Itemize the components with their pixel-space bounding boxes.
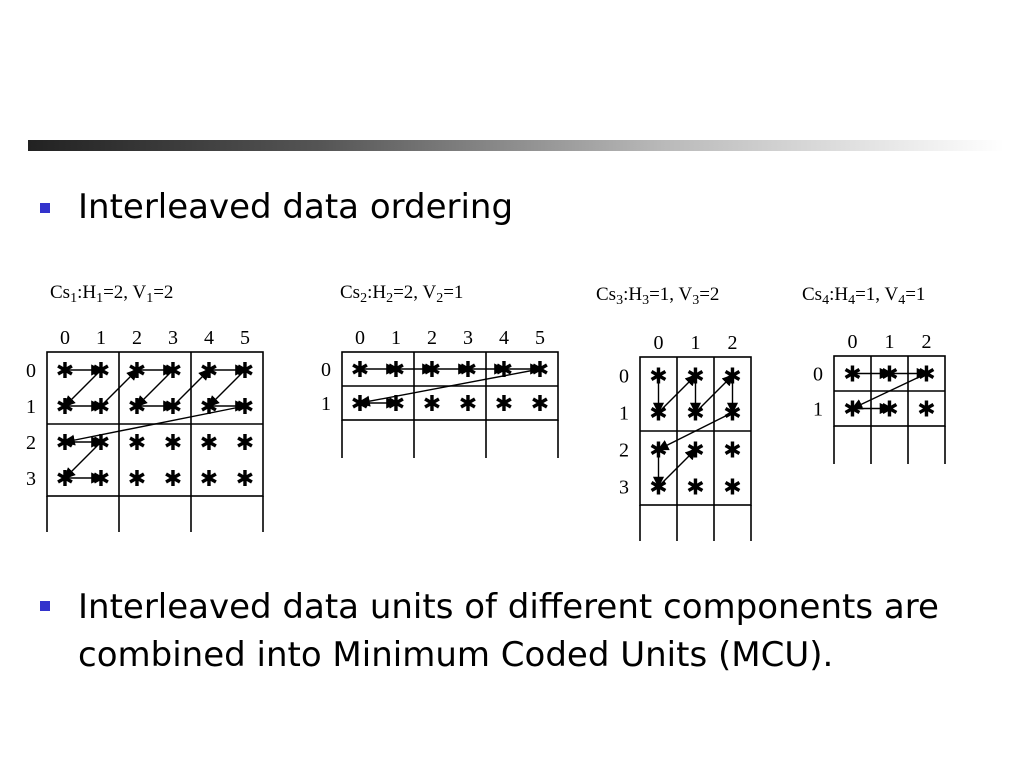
- column-index: 0: [654, 332, 664, 354]
- row-index: 3: [26, 468, 36, 490]
- column-index: 2: [132, 327, 142, 349]
- scan-path-segment: [658, 374, 697, 413]
- sample-marker: ✱: [164, 359, 182, 384]
- column-index: 4: [499, 327, 509, 349]
- bullet-marker: [40, 203, 50, 213]
- scan-path-segment: [172, 369, 210, 407]
- column-index: 0: [848, 331, 858, 353]
- sample-marker: ✱: [723, 439, 741, 464]
- sample-marker: ✱: [880, 398, 898, 423]
- row-index: 0: [321, 359, 331, 381]
- sample-marker: ✱: [200, 431, 218, 456]
- scan-path-segment: [136, 369, 174, 407]
- row-index: 3: [619, 477, 629, 499]
- column-index: 5: [240, 327, 250, 349]
- component-label-1: Cs1:H1=2, V1=2: [50, 282, 173, 306]
- sample-marker: ✱: [843, 363, 861, 388]
- column-index: 3: [168, 327, 178, 349]
- column-index: 0: [60, 327, 70, 349]
- sample-marker: ✱: [128, 359, 146, 384]
- sample-marker: ✱: [423, 358, 441, 383]
- sample-marker: ✱: [495, 358, 513, 383]
- sample-marker: ✱: [164, 467, 182, 492]
- scan-path-segment: [695, 374, 734, 413]
- sample-marker: ✱: [200, 467, 218, 492]
- sample-marker: ✱: [686, 476, 704, 501]
- bullet-text-2: Interleaved data units of different comp…: [78, 587, 939, 675]
- sample-marker: ✱: [128, 467, 146, 492]
- scan-path-segment: [100, 369, 138, 407]
- row-index: 2: [619, 440, 629, 462]
- row-index: 1: [619, 403, 629, 425]
- sample-marker: ✱: [236, 359, 254, 384]
- sample-marker: ✱: [495, 392, 513, 417]
- sample-marker: ✱: [459, 358, 477, 383]
- column-index: 1: [885, 331, 895, 353]
- sample-marker: ✱: [164, 431, 182, 456]
- row-index: 0: [619, 366, 629, 388]
- column-index: 2: [922, 331, 932, 353]
- sample-marker: ✱: [236, 431, 254, 456]
- sample-marker: ✱: [723, 476, 741, 501]
- column-index: 3: [463, 327, 473, 349]
- sample-marker: ✱: [880, 363, 898, 388]
- sample-marker: ✱: [56, 431, 74, 456]
- row-index: 2: [26, 432, 36, 454]
- scan-path-segment: [657, 411, 733, 451]
- sample-marker: ✱: [686, 439, 704, 464]
- sample-marker: ✱: [459, 392, 477, 417]
- scan-path-segment: [208, 369, 246, 407]
- sample-marker: ✱: [92, 359, 110, 384]
- column-index: 1: [391, 327, 401, 349]
- title-divider: [28, 140, 1004, 151]
- row-index: 0: [26, 360, 36, 382]
- sample-marker: ✱: [351, 358, 369, 383]
- row-index: 1: [321, 393, 331, 415]
- scan-path-segment: [63, 405, 246, 446]
- column-index: 0: [355, 327, 365, 349]
- sample-marker: ✱: [843, 398, 861, 423]
- column-index: 2: [728, 332, 738, 354]
- sample-marker: ✱: [56, 359, 74, 384]
- scan-path-segment: [658, 448, 697, 487]
- sample-marker: ✱: [351, 392, 369, 417]
- row-index: 1: [26, 396, 36, 418]
- scan-path-segment: [358, 368, 541, 407]
- column-index: 1: [96, 327, 106, 349]
- row-index: 0: [813, 364, 823, 386]
- bullet-marker: [40, 601, 50, 611]
- sample-marker: ✱: [531, 392, 549, 417]
- column-index: 5: [535, 327, 545, 349]
- sample-marker: ✱: [423, 392, 441, 417]
- sample-marker: ✱: [917, 398, 935, 423]
- column-index: 2: [427, 327, 437, 349]
- sample-marker: ✱: [387, 358, 405, 383]
- sample-marker: ✱: [92, 467, 110, 492]
- column-index: 4: [204, 327, 214, 349]
- scan-path-segment: [64, 441, 102, 479]
- component-label-2: Cs2:H2=2, V2=1: [340, 282, 463, 306]
- sample-marker: ✱: [200, 359, 218, 384]
- row-index: 1: [813, 399, 823, 421]
- scan-path-segment: [64, 369, 102, 407]
- column-index: 1: [691, 332, 701, 354]
- sample-marker: ✱: [236, 467, 254, 492]
- sample-marker: ✱: [128, 431, 146, 456]
- component-label-4: Cs4:H4=1, V4=1: [802, 284, 925, 308]
- interleaved-ordering-diagram: Cs1:H1=2, V1=2 0 1 2 3 4 5 0 1 2 3 ✱ ✱ ✱ ✱ ✱ ✱ ✱ ✱ ✱ ✱ ✱ ✱ ✱ ✱ ✱ ✱…: [26, 282, 946, 541]
- component-label-3: Cs3:H3=1, V3=2: [596, 284, 719, 308]
- scan-path-segment: [851, 372, 927, 410]
- sample-marker: ✱: [917, 363, 935, 388]
- bullet-text-1: Interleaved data ordering: [78, 187, 514, 227]
